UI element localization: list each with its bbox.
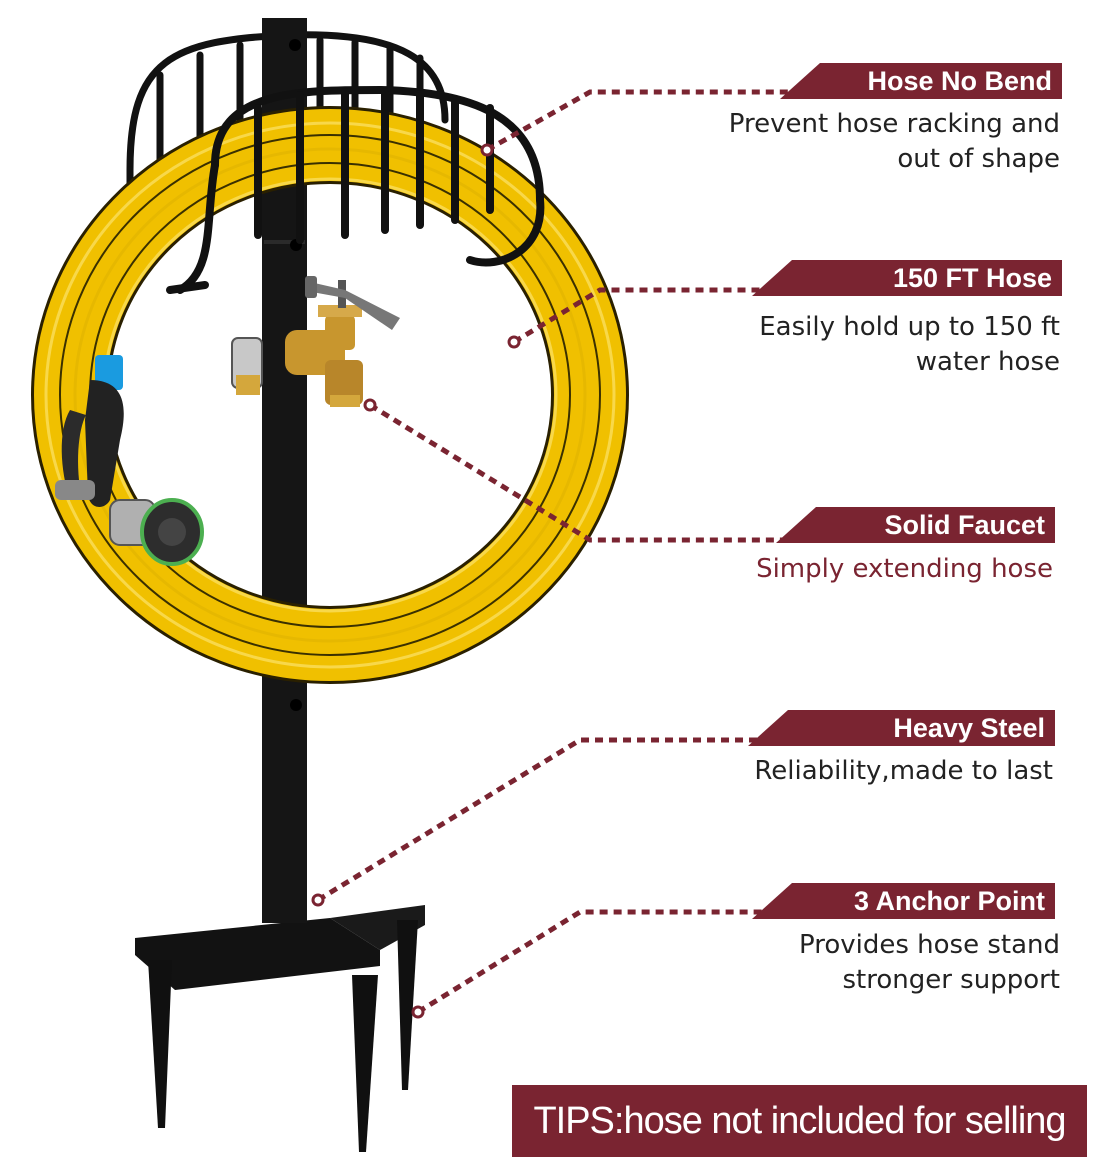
feature-tag-solid-faucet: Solid Faucet bbox=[776, 507, 1055, 543]
spray-nozzle bbox=[55, 355, 204, 566]
feature-tag-heavy-steel: Heavy Steel bbox=[748, 710, 1055, 746]
feature-tag-3-anchor-point: 3 Anchor Point bbox=[752, 883, 1055, 919]
feature-desc-3-anchor-point: Provides hose stand stronger support bbox=[798, 930, 1060, 995]
hose-coil bbox=[31, 106, 629, 684]
leader-lines bbox=[316, 89, 790, 1015]
tips-banner: TIPS:hose not included for selling bbox=[512, 1085, 1087, 1157]
feature-desc-hose-no-bend: Prevent hose racking and out of shape bbox=[728, 109, 1060, 174]
brass-faucet bbox=[231, 276, 400, 407]
feature-tag-150ft-hose: 150 FT Hose bbox=[752, 260, 1062, 296]
stand-base bbox=[135, 905, 425, 1152]
feature-desc-150ft-hose: Easily hold up to 150 ft water hose bbox=[759, 312, 1060, 377]
front-basket bbox=[166, 85, 545, 294]
feature-desc-solid-faucet: Simply extending hose bbox=[756, 554, 1053, 584]
feature-tag-hose-no-bend: Hose No Bend bbox=[780, 63, 1062, 99]
feature-desc-heavy-steel: Reliability,made to last bbox=[754, 756, 1053, 786]
